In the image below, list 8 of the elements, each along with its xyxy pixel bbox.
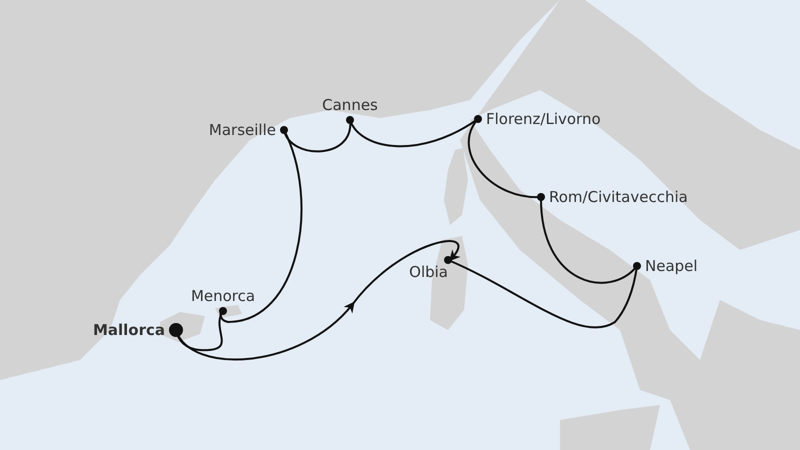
port-label: Olbia	[409, 264, 448, 281]
port-label: Marseille	[208, 122, 276, 138]
port-label: Neapel	[645, 258, 698, 274]
port-label: Florenz/Livorno	[486, 110, 601, 128]
port-label: Cannes	[322, 97, 378, 114]
port-label: Menorca	[190, 288, 256, 305]
port-label: Mallorca	[92, 322, 165, 338]
port-label: Rom/Civitavecchia	[549, 188, 688, 206]
